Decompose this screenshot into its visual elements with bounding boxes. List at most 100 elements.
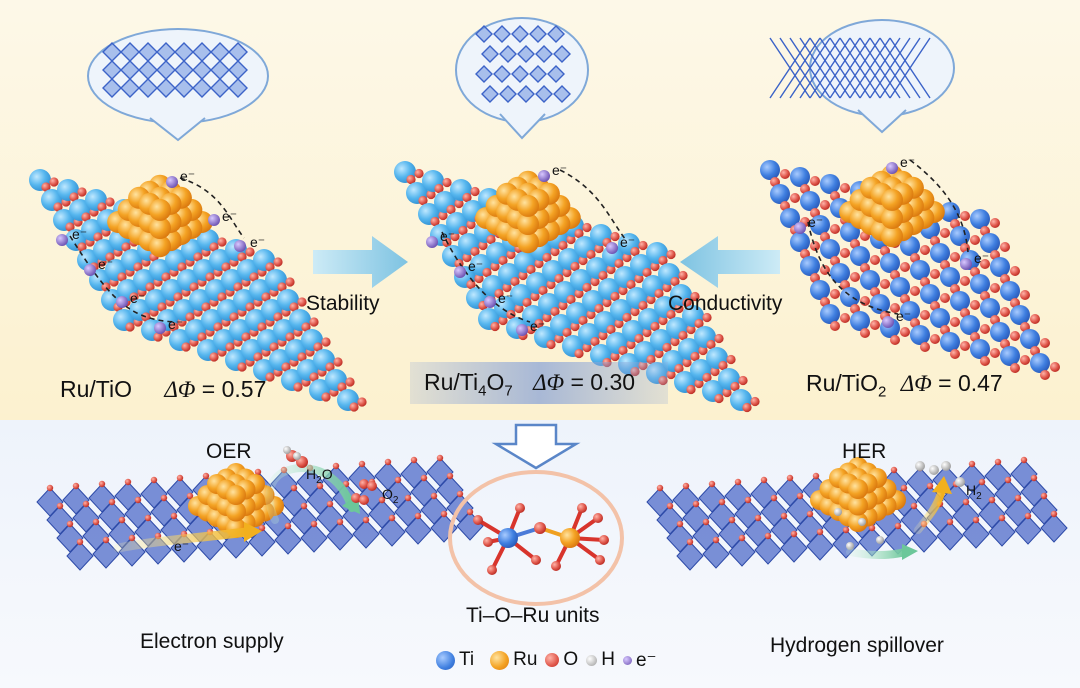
o-atom <box>578 255 588 266</box>
o-atom <box>462 252 472 263</box>
ti-o-octahedron <box>968 481 996 511</box>
ti-atom <box>498 528 518 548</box>
oer-title: OER <box>206 440 252 463</box>
o-atom <box>518 270 528 281</box>
lattice-line <box>769 37 811 99</box>
o-atom <box>285 332 295 342</box>
o-atom <box>686 538 694 546</box>
o-atom <box>712 536 720 544</box>
o-atom <box>1020 456 1028 464</box>
ti-o-octahedron <box>535 85 553 103</box>
ti-atom <box>980 233 1000 253</box>
o-atom <box>550 246 560 257</box>
ti-o-octahedron <box>499 85 517 103</box>
o-atom <box>434 183 444 194</box>
lattice-line <box>829 37 871 99</box>
ti-atom <box>840 287 860 307</box>
o-atom <box>150 476 158 484</box>
ti-o-octahedron <box>140 479 168 509</box>
o-atom <box>462 192 472 203</box>
ti-atom <box>820 239 840 259</box>
o-atom <box>674 363 684 374</box>
ti-o-octahedron <box>296 467 324 497</box>
o-atom <box>176 474 184 482</box>
electron-label: e⁻ <box>552 162 568 178</box>
ti-o-octahedron <box>120 78 140 98</box>
o-atom <box>502 282 512 293</box>
ti-atom <box>830 263 850 283</box>
o-atom <box>466 219 476 230</box>
o-atom <box>66 520 74 528</box>
o-atom <box>185 312 195 322</box>
o-atom <box>526 324 536 335</box>
ti-o-octahedron <box>62 485 90 515</box>
ti-o-octahedron <box>978 499 1006 529</box>
ti-o-octahedron <box>426 457 454 487</box>
o-atom <box>598 330 608 341</box>
ru-atom <box>149 198 171 221</box>
o-atom <box>325 362 335 372</box>
o-atom <box>446 204 456 215</box>
stability-arrow <box>313 236 408 288</box>
o-atom <box>599 535 609 545</box>
o-atom <box>694 318 704 329</box>
o-atom <box>538 285 548 296</box>
electron-label: e⁻ <box>530 318 546 334</box>
ti-o-octahedron <box>666 523 694 553</box>
o-atom <box>558 240 568 251</box>
o-atom <box>900 327 910 337</box>
o-atom <box>1010 266 1020 276</box>
crystal-zoom-ti4o7 <box>455 17 589 140</box>
o-atom <box>626 339 636 350</box>
o-atom <box>1024 512 1032 520</box>
o-atom <box>674 303 684 314</box>
ru-atom <box>149 217 171 240</box>
ti-atom <box>910 325 930 345</box>
ru-atom <box>560 528 580 548</box>
o-atom <box>498 315 508 326</box>
o-atom <box>682 482 690 490</box>
ti-o-octahedron <box>984 461 1012 491</box>
o-atom <box>378 496 386 504</box>
o-atom <box>237 252 247 262</box>
o-atom <box>960 341 970 351</box>
electron-label: e⁻ <box>900 154 916 170</box>
o-atom <box>217 237 227 247</box>
o-atom <box>388 514 396 522</box>
o-atom <box>458 225 468 236</box>
ru-tio-delta-symbol: ΔΦ <box>164 377 196 402</box>
lattice-line <box>839 37 881 99</box>
ti-o-octahedron <box>702 539 730 569</box>
ti-o-octahedron <box>174 78 194 98</box>
o-atom <box>454 198 464 209</box>
ti-o-octahedron <box>166 477 194 507</box>
o-atom <box>542 312 552 323</box>
o-atom <box>359 479 369 489</box>
o-atom <box>570 321 580 332</box>
ru-ti4o7-label: Ru/Ti4O7 ΔΦ = 0.30 <box>424 369 636 400</box>
her-spillover-arrow <box>846 548 909 559</box>
ti-o-octahedron <box>300 523 328 553</box>
ru-tio-formula: Ru/TiO <box>60 376 132 402</box>
o-atom <box>1050 510 1058 518</box>
o-atom <box>654 288 664 299</box>
o-atom <box>840 183 850 193</box>
electron-dot <box>484 296 496 308</box>
o-atom <box>514 303 524 314</box>
o-atom <box>129 292 139 302</box>
conductivity-label: Conductivity <box>668 292 783 315</box>
lattice-line <box>799 37 841 99</box>
ti-o-octahedron <box>410 477 438 507</box>
electron-dot <box>886 162 898 174</box>
o-atom <box>173 292 183 302</box>
ti-atom <box>850 246 870 266</box>
o-atom <box>610 291 620 302</box>
o-atom <box>618 345 628 356</box>
o-atom <box>562 267 572 278</box>
o-atom <box>310 520 318 528</box>
electron-label: e⁻ <box>130 290 146 306</box>
o-atom <box>205 272 215 282</box>
o-atom <box>301 322 311 332</box>
ti-o-octahedron <box>475 25 493 43</box>
o-atom <box>98 480 106 488</box>
